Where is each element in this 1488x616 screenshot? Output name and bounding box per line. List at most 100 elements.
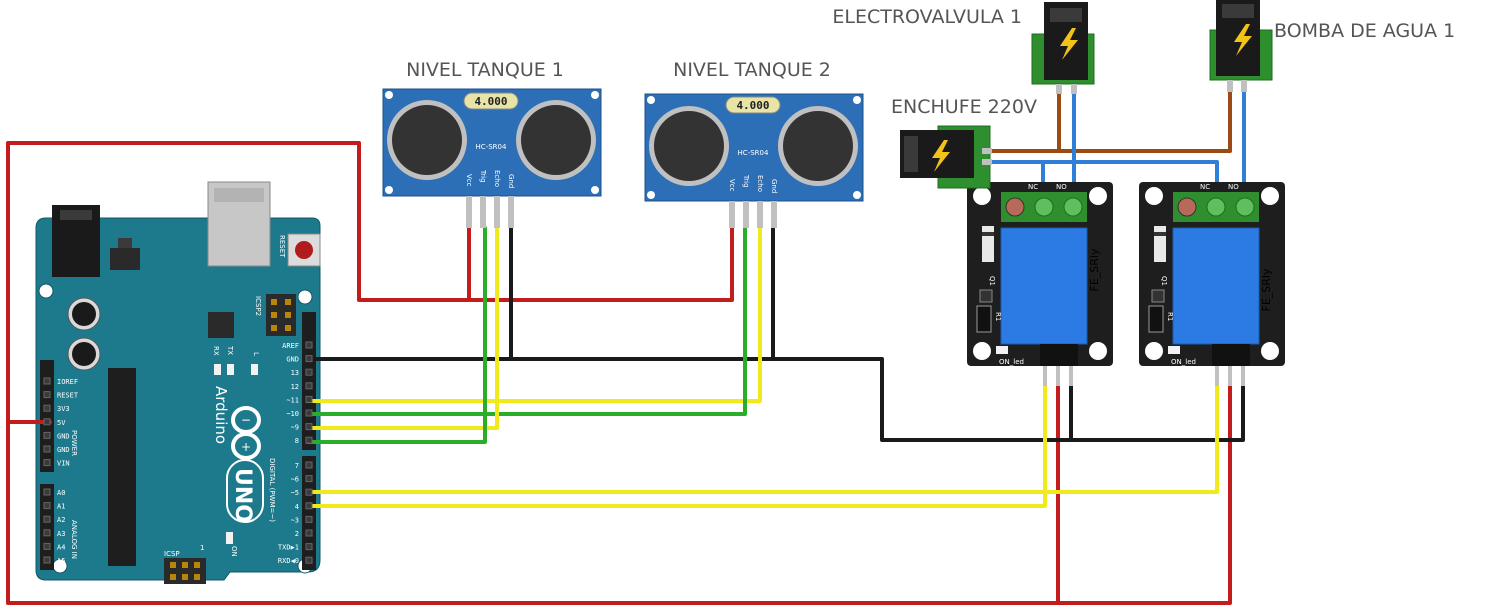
power-label: POWER <box>70 430 78 456</box>
wire-relay-vcc-red <box>6 384 1232 605</box>
outlet-title: ENCHUFE 220V <box>891 96 1037 118</box>
arduino-logo: − + <box>231 406 261 460</box>
pin-label: RXD◀0 <box>278 557 299 565</box>
header-pin[interactable] <box>43 502 51 510</box>
wire-gnd-black <box>306 357 1245 442</box>
header-pin[interactable] <box>305 395 313 403</box>
microcontroller-chip <box>108 368 136 566</box>
header-pin[interactable] <box>305 488 313 496</box>
pin-label: ~5 <box>291 489 299 497</box>
on-label: ON <box>230 546 238 557</box>
header-pin[interactable] <box>305 529 313 537</box>
pin-label: GND <box>57 432 70 440</box>
lightning-icon <box>1234 24 1252 56</box>
relay-module-1: NC NO FE_SRly Q1 R1 ON_led <box>967 182 1113 386</box>
sensor2-display: 4.000 <box>736 99 769 112</box>
svg-text:Gnd: Gnd <box>507 174 515 188</box>
header-pin[interactable] <box>305 368 313 376</box>
svg-text:Trig: Trig <box>479 169 487 183</box>
pin-label: AREF <box>282 342 299 350</box>
header-pin[interactable] <box>305 382 313 390</box>
relay2-nc: NC <box>1200 183 1210 191</box>
header-pin[interactable] <box>43 404 51 412</box>
header-pin[interactable] <box>43 418 51 426</box>
header-pin[interactable] <box>43 459 51 467</box>
pin-label: VIN <box>57 460 70 468</box>
icsp2-header <box>266 294 296 336</box>
pin-label: TXD▶1 <box>278 544 299 552</box>
relay2-r1: R1 <box>1166 312 1174 321</box>
pin-label: 13 <box>291 369 299 377</box>
valve-title: ELECTROVALVULA 1 <box>832 6 1022 28</box>
pin-label: 4 <box>295 503 299 511</box>
pin-label: A1 <box>57 503 65 511</box>
relay2-coil <box>1172 227 1260 345</box>
pin-label: GND <box>286 356 299 364</box>
header-pin[interactable] <box>43 445 51 453</box>
svg-text:Vcc: Vcc <box>465 174 473 187</box>
pump-title: BOMBA DE AGUA 1 <box>1274 20 1455 42</box>
sensor1-pins: Vcc Trig Echo Gnd <box>465 169 515 228</box>
pin-label: A2 <box>57 516 65 524</box>
l-label: L <box>252 352 260 356</box>
pin-label: GND <box>57 446 70 454</box>
sensor2-title: NIVEL TANQUE 2 <box>673 59 831 81</box>
icsp-header <box>164 558 206 584</box>
svg-text:Echo: Echo <box>493 170 501 187</box>
pin-label: A5 <box>57 557 65 565</box>
power-header <box>40 360 54 472</box>
wire-mains-brown <box>987 90 1232 153</box>
wire-trig1-green <box>306 226 487 444</box>
pin-label: RESET <box>57 392 79 400</box>
header-pin[interactable] <box>43 515 51 523</box>
valve-jack <box>1031 2 1095 94</box>
sensor1-title: NIVEL TANQUE 1 <box>406 59 564 81</box>
relay2-q1: Q1 <box>1160 276 1168 286</box>
header-pin[interactable] <box>305 436 313 444</box>
header-pin[interactable] <box>305 515 313 523</box>
arduino-brand: Arduino <box>212 386 230 444</box>
analog-label: ANALOG IN <box>70 520 78 559</box>
header-pin[interactable] <box>305 355 313 363</box>
pin-label: IOREF <box>57 378 78 386</box>
sensor2-model: HC-SR04 <box>738 149 769 157</box>
header-pin[interactable] <box>43 431 51 439</box>
arduino-model: UNO <box>230 468 255 523</box>
header-pin[interactable] <box>305 502 313 510</box>
lightning-icon <box>1060 28 1078 60</box>
header-pin[interactable] <box>43 391 51 399</box>
relay1-coil <box>1000 227 1088 345</box>
header-pin[interactable] <box>305 475 313 483</box>
relay1-nc: NC <box>1028 183 1038 191</box>
header-pin[interactable] <box>43 529 51 537</box>
sensor2-pins: Vcc Trig Echo Gnd <box>728 174 778 228</box>
pin-label: ~10 <box>286 410 299 418</box>
header-pin[interactable] <box>43 488 51 496</box>
svg-text:Echo: Echo <box>756 175 764 192</box>
pin-label: 7 <box>295 462 299 470</box>
ultrasonic-sensor-1: 4.000 HC-SR04 Vcc Trig Echo Gnd <box>382 88 602 228</box>
header-pin[interactable] <box>305 543 313 551</box>
wire-echo1-yellow <box>306 226 499 430</box>
header-pin[interactable] <box>43 556 51 564</box>
outlet-jack <box>900 125 992 189</box>
relay2-name: FE_SRly <box>1260 268 1273 311</box>
header-pin[interactable] <box>43 542 51 550</box>
header-pin[interactable] <box>305 423 313 431</box>
relay1-name: FE_SRly <box>1088 248 1101 291</box>
header-pin[interactable] <box>305 556 313 564</box>
header-pin[interactable] <box>305 341 313 349</box>
lightning-icon <box>932 140 950 172</box>
svg-text:+: + <box>241 440 251 454</box>
header-pin[interactable] <box>43 377 51 385</box>
header-pin[interactable] <box>305 461 313 469</box>
tx-label: TX <box>226 345 234 355</box>
header-pin[interactable] <box>305 409 313 417</box>
digital-label: DIGITAL (PWM=~) <box>268 458 276 522</box>
reset-label: RESET <box>278 235 286 258</box>
